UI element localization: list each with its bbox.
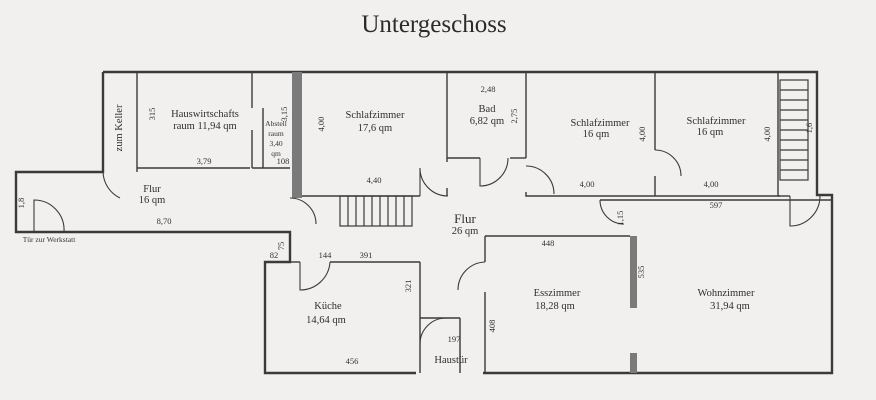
dim-870: 8,70 xyxy=(157,216,172,226)
dim-456: 456 xyxy=(346,356,359,366)
haustuer-label: Haustür xyxy=(434,355,468,366)
dim-248: 2,48 xyxy=(481,84,496,94)
plan-title: Untergeschoss xyxy=(361,11,506,38)
schlafzimmer-2-area: 16 qm xyxy=(583,129,610,140)
kueche-name: Küche xyxy=(314,301,342,312)
flur-small-name: Flur xyxy=(143,184,161,195)
schlafzimmer-3-area: 16 qm xyxy=(697,127,724,138)
dim-18: 1,8 xyxy=(16,198,26,209)
dim-75: 75 xyxy=(276,242,286,251)
bad-area: 6,82 qm xyxy=(470,116,504,127)
schlafzimmer-1-area: 17,6 qm xyxy=(358,123,392,134)
doors xyxy=(33,149,821,345)
abstell-label-4: qm xyxy=(271,149,281,158)
wohnzimmer-area: 31,94 qm xyxy=(710,301,750,312)
kueche-area: 14,64 qm xyxy=(306,315,346,326)
schlafzimmer-2-name: Schlafzimmer xyxy=(571,118,630,129)
dim-115: 1,15 xyxy=(615,211,625,226)
abstell-label-3: 3,40 xyxy=(269,139,282,148)
flur-main-area: 26 qm xyxy=(452,226,479,237)
abstell-label-1: Abstell xyxy=(265,119,287,128)
dim-408: 408 xyxy=(487,320,497,333)
werkstatt-door-label: Tür zur Werkstatt xyxy=(23,235,76,244)
dim-400-schlaf1: 4,00 xyxy=(316,117,326,132)
schlafzimmer-1-name: Schlafzimmer xyxy=(346,110,405,121)
dim-315-right: 3,15 xyxy=(279,107,289,122)
stairs-right xyxy=(779,79,809,181)
abstell-label-2: raum xyxy=(268,129,284,138)
dim-315-left: 315 xyxy=(147,108,157,121)
schlafzimmer-3-name: Schlafzimmer xyxy=(687,116,746,127)
dim-535: 535 xyxy=(636,266,646,279)
dimension-labels: 315 3,79 3,15 108 4,00 4,40 2,48 2,75 4,… xyxy=(16,84,814,366)
dim-440: 4,40 xyxy=(367,175,382,185)
bad-name: Bad xyxy=(479,104,497,115)
flur-main-name: Flur xyxy=(454,211,476,226)
dim-448: 448 xyxy=(542,238,555,248)
dim-16: 1,6 xyxy=(804,123,814,134)
dim-400-schlaf2-h: 4,00 xyxy=(580,179,595,189)
dim-400-schlaf2-v: 4,00 xyxy=(637,127,647,142)
dim-391: 391 xyxy=(360,250,373,260)
dim-400-schlaf3-h: 4,00 xyxy=(704,179,719,189)
esszimmer-area: 18,28 qm xyxy=(535,301,575,312)
stairs-center xyxy=(339,195,413,227)
dim-197: 197 xyxy=(448,334,461,344)
hauswirtschaft-label-2: raum 11,94 qm xyxy=(173,121,236,132)
dim-144: 144 xyxy=(319,250,333,260)
dim-275: 2,75 xyxy=(509,109,519,124)
esszimmer-name: Esszimmer xyxy=(534,288,581,299)
room-labels: zum Keller Hauswirtschafts raum 11,94 qm… xyxy=(23,104,755,366)
wohnzimmer-name: Wohnzimmer xyxy=(698,288,755,299)
dim-379: 3,79 xyxy=(197,156,212,166)
dim-321: 321 xyxy=(403,280,413,293)
zum-keller-label: zum Keller xyxy=(114,104,125,151)
hauswirtschaft-label-1: Hauswirtschafts xyxy=(171,109,239,120)
dim-597: 597 xyxy=(710,200,723,210)
dim-82: 82 xyxy=(270,250,279,260)
dim-108: 108 xyxy=(277,156,290,166)
dim-400-schlaf3-v: 4,00 xyxy=(762,127,772,142)
flur-small-area: 16 qm xyxy=(139,195,166,206)
